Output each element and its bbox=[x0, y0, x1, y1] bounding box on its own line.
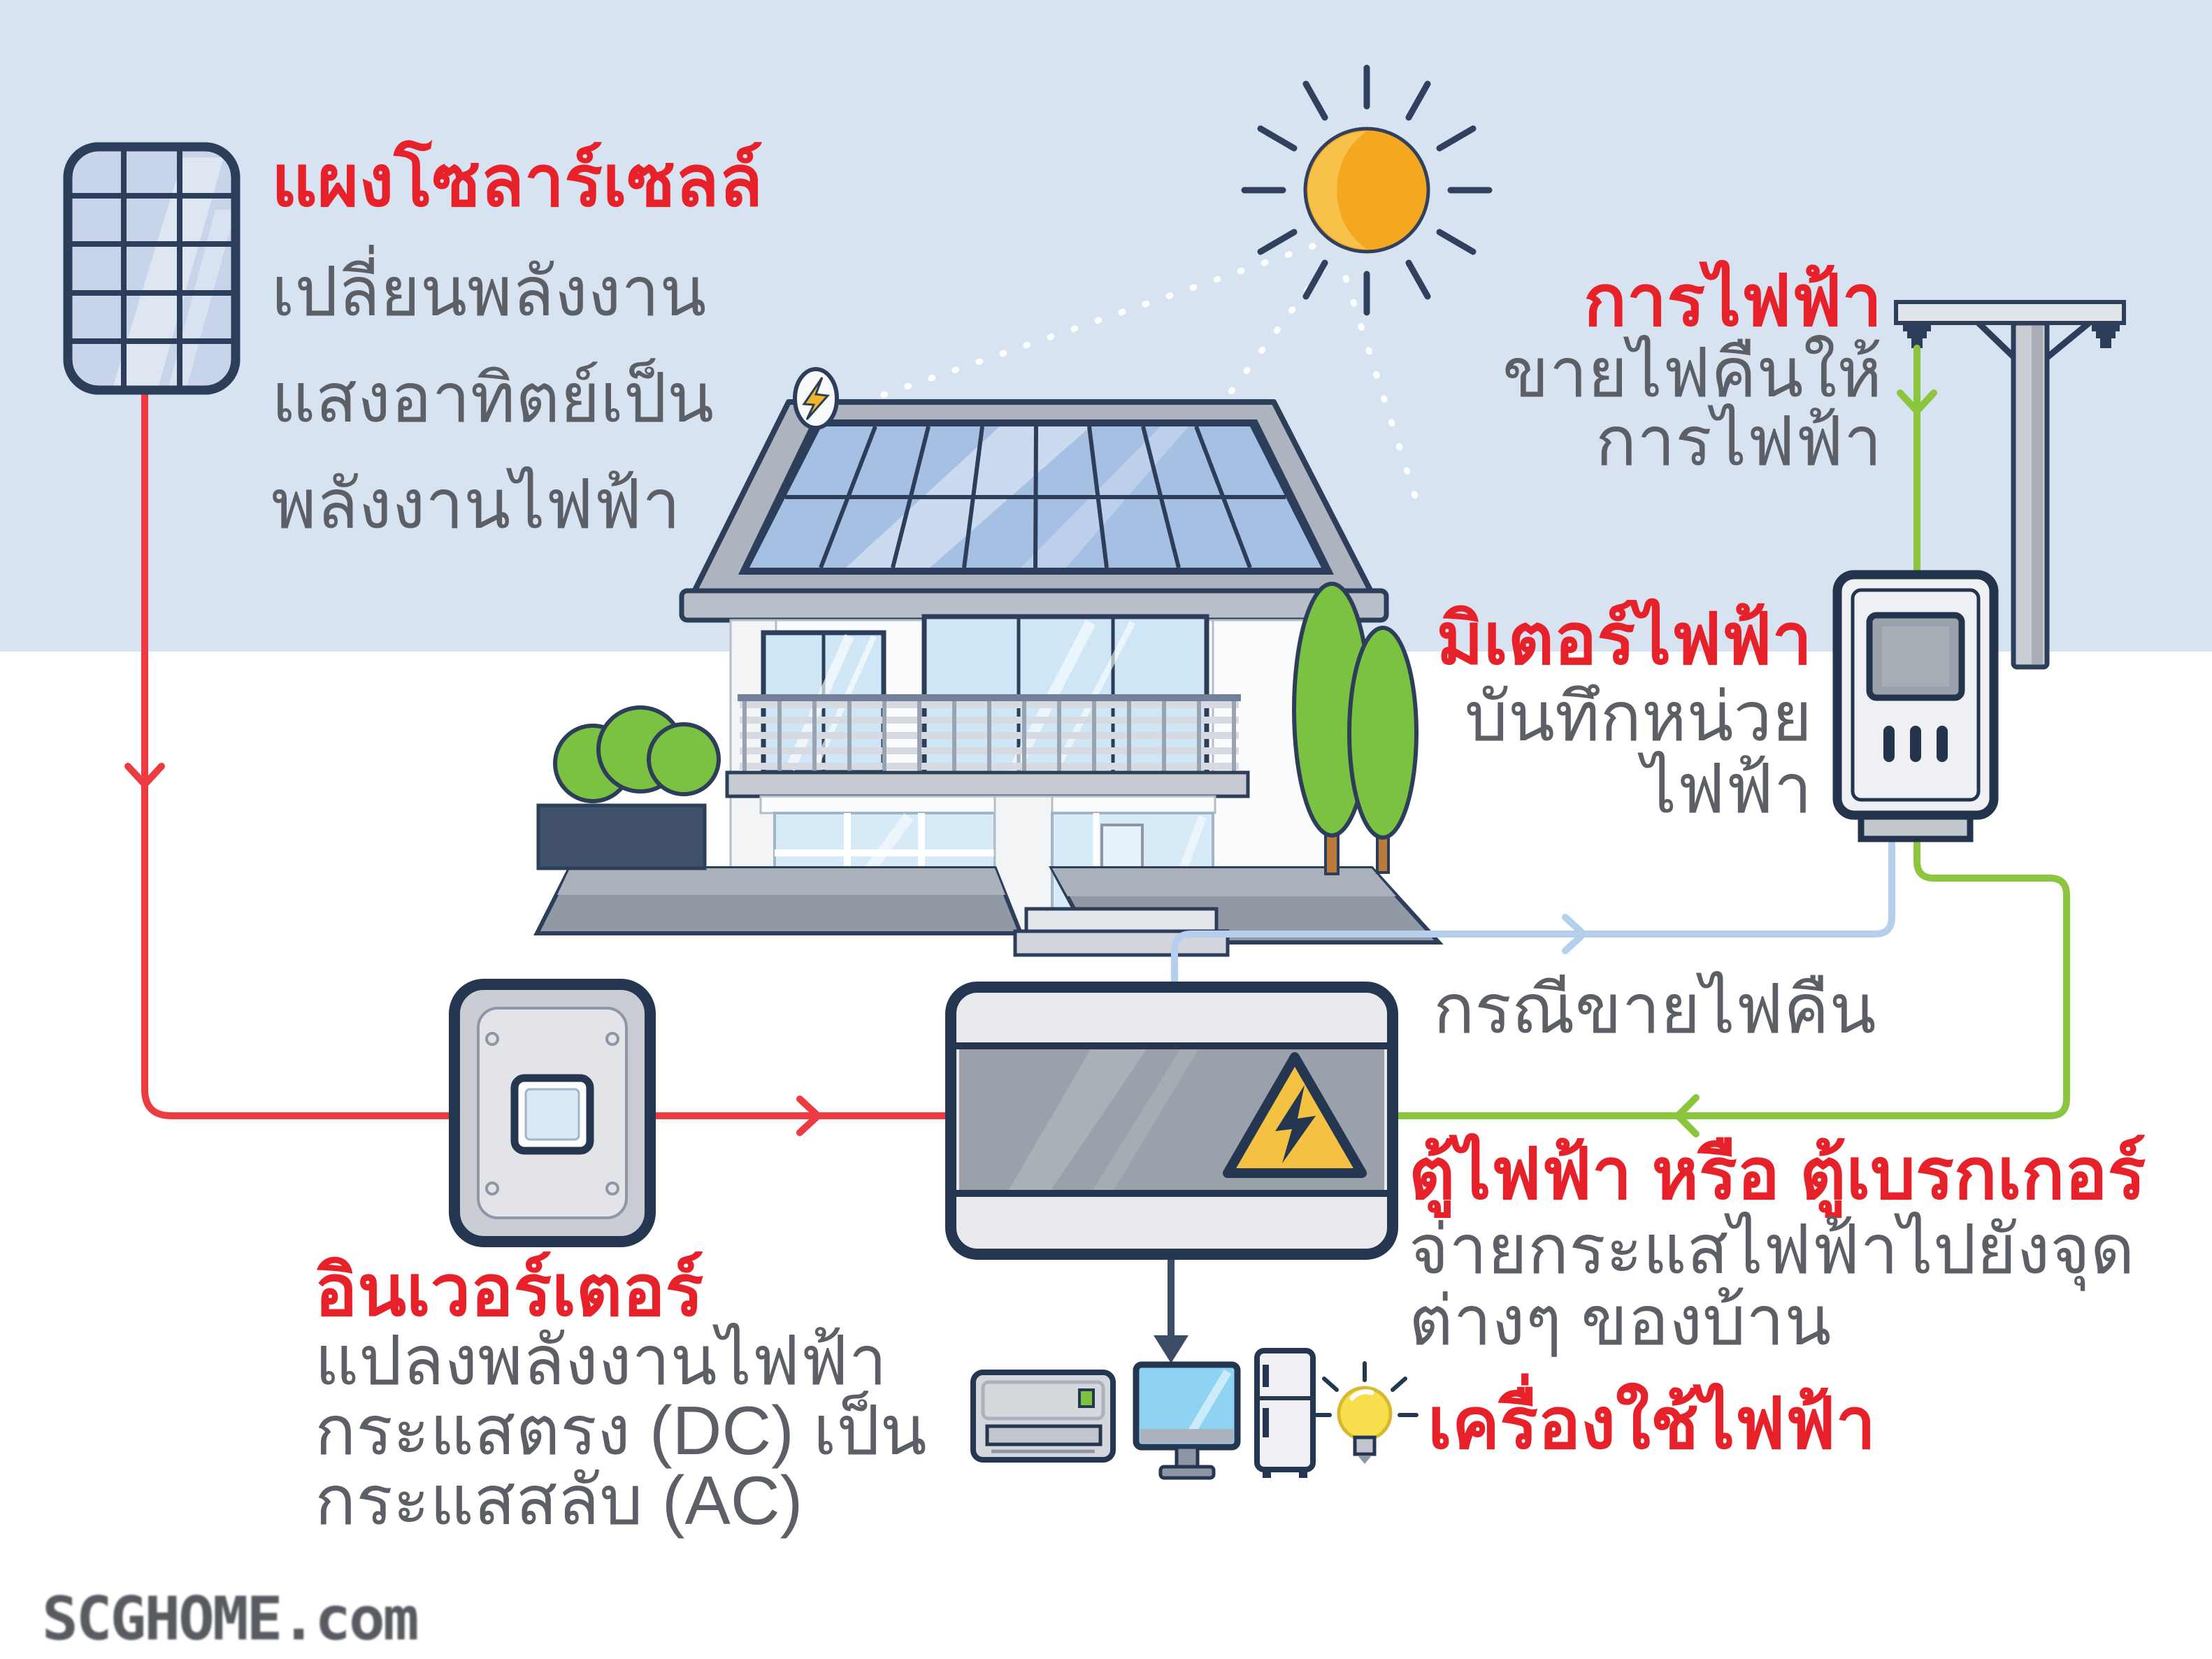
meter-desc-line: ไฟฟ้า bbox=[1642, 750, 1812, 827]
monitor-icon bbox=[1133, 1361, 1241, 1480]
panel-to-inverter-to-breaker-line bbox=[124, 387, 954, 1136]
light-bulb-icon bbox=[1311, 1361, 1419, 1464]
solar-panel-desc-line: แสงอาทิตย์เป็น bbox=[271, 359, 714, 436]
solar-panel-label: แผงโซลาร์เซลล์ เปลี่ยนพลังงาน แสงอาทิตย์… bbox=[271, 143, 763, 557]
breaker-box-icon bbox=[945, 982, 1398, 1260]
house-illustration bbox=[533, 367, 1444, 957]
breaker-to-meter-sellback-line bbox=[1171, 839, 1895, 991]
grid-label: การไฟฟ้า ขายไฟคืนให้ การไฟฟ้า bbox=[1502, 263, 1882, 475]
breaker-desc-line: ต่างๆ ของบ้าน bbox=[1409, 1282, 1832, 1359]
solar-panel-title: แผงโซลาร์เซลล์ bbox=[271, 141, 763, 221]
air-conditioner-icon bbox=[970, 1370, 1116, 1463]
meter-label: มิเตอร์ไฟฟ้า บันทึกหน่วย ไฟฟ้า bbox=[1437, 601, 1812, 825]
inverter-desc-line: กระแสสลับ (AC) bbox=[315, 1462, 803, 1539]
appliances-label: เครื่องใช้ไฟฟ้า bbox=[1428, 1384, 1876, 1463]
breaker-to-appliances-arrow bbox=[1154, 1251, 1188, 1363]
bushes-icon bbox=[553, 705, 721, 803]
solar-panel-desc-line: เปลี่ยนพลังงาน bbox=[271, 253, 707, 330]
sunlight-dashed-rays bbox=[839, 243, 1424, 517]
grid-desc-line: ขายไฟคืนให้ bbox=[1502, 334, 1882, 411]
meter-to-breaker-line bbox=[1393, 834, 2070, 1137]
sellback-note: กรณีขายไฟคืน bbox=[1433, 970, 1876, 1047]
inverter-label: อินเวอร์เตอร์ แปลงพลังงานไฟฟ้า กระแสตรง … bbox=[315, 1251, 927, 1539]
breaker-label: ตู้ไฟฟ้า หรือ ตู้เบรกเกอร์ จ่ายกระแสไฟฟ้… bbox=[1409, 1137, 2146, 1356]
solar-panel-desc-line: พลังงานไฟฟ้า bbox=[271, 466, 681, 543]
solar-panel-icon bbox=[63, 142, 240, 395]
electric-meter-icon bbox=[1832, 570, 1999, 842]
meter-title: มิเตอร์ไฟฟ้า bbox=[1436, 599, 1812, 679]
power-pole-icon bbox=[1894, 300, 2126, 670]
inverter-icon bbox=[449, 979, 656, 1247]
inverter-title: อินเวอร์เตอร์ bbox=[315, 1251, 704, 1330]
grid-to-meter-line bbox=[1897, 345, 1937, 578]
watermark-logo: SCGHOME.com bbox=[42, 1584, 419, 1654]
inverter-desc-line: แปลงพลังงานไฟฟ้า bbox=[315, 1322, 887, 1399]
sun-icon bbox=[1241, 64, 1493, 316]
trees-icon bbox=[1292, 582, 1419, 875]
energy-badge-icon bbox=[793, 367, 839, 430]
planter-box bbox=[536, 803, 707, 870]
grid-desc-line: การไฟฟ้า bbox=[1595, 403, 1882, 480]
balcony-railing bbox=[725, 694, 1250, 798]
breaker-title: ตู้ไฟฟ้า หรือ ตู้เบรกเกอร์ bbox=[1409, 1134, 2146, 1214]
meter-desc-line: บันทึกหน่วย bbox=[1464, 678, 1812, 755]
refrigerator-icon bbox=[1254, 1348, 1316, 1478]
warning-triangle-icon bbox=[1223, 1052, 1367, 1178]
inverter-desc-line: กระแสตรง (DC) เป็น bbox=[315, 1392, 927, 1469]
grid-title: การไฟฟ้า bbox=[1583, 261, 1882, 340]
breaker-desc-line: จ่ายกระแสไฟฟ้าไปยังจุด bbox=[1409, 1211, 2135, 1288]
